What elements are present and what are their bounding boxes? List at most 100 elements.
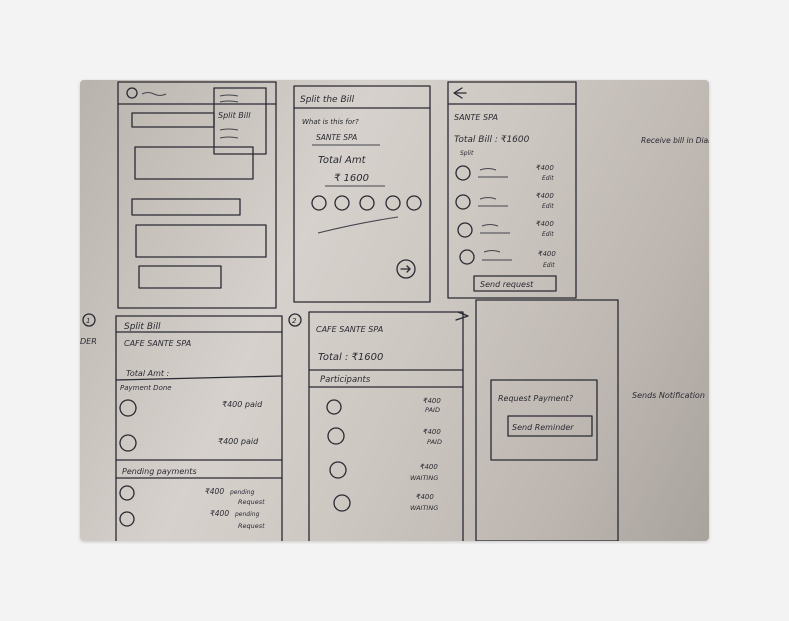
contact-avatar: [329, 461, 347, 479]
row-amount: ₹400: [536, 164, 554, 172]
row-edit-link[interactable]: Edit: [542, 231, 554, 238]
placeholder-card: [138, 265, 222, 289]
paid-row-text: ₹400 paid: [222, 400, 263, 409]
sketch-stroke: [115, 375, 283, 381]
screen-b-answer: SANTE SPA: [316, 133, 357, 142]
screen-e-total: Total : ₹1600: [318, 352, 383, 363]
screen-e-title: CAFE SANTE SPA: [316, 325, 383, 334]
contact-avatar: [406, 195, 422, 211]
sketch-stroke: [219, 100, 239, 103]
screen-c-split-detail: SANTE SPA Total Bill : ₹1600 Split ₹400 …: [447, 81, 577, 299]
screen-b-title: Split the Bill: [300, 95, 355, 105]
contact-avatar: [333, 494, 351, 512]
hamburger-icon: [126, 87, 138, 99]
margin-note-receive: Receive bill in Diary: [641, 136, 709, 145]
wireframe-sketch: Split Bill Split the Bill What is this f…: [80, 81, 709, 541]
participant-amount: ₹400: [423, 397, 441, 405]
sketch-stroke: [482, 250, 512, 261]
drawer-panel: [213, 87, 267, 155]
screen-b-frame: [293, 85, 431, 303]
pending-status: pending: [229, 489, 255, 496]
participant-amount: ₹400: [423, 428, 441, 436]
send-reminder-label: Send Reminder: [512, 423, 574, 432]
participant-amount: ₹400: [416, 493, 434, 501]
screen-b-total-label: Total Amt: [318, 155, 367, 166]
contact-avatar: [326, 399, 342, 415]
pending-amount: ₹400: [205, 487, 224, 496]
sketch-stroke: [317, 216, 399, 234]
placeholder-card: [134, 146, 254, 180]
contact-avatar: [359, 195, 375, 211]
step-number: 2: [292, 317, 297, 325]
participant-status: WAITING: [410, 474, 438, 482]
screen-a-drawer: Split Bill: [117, 81, 277, 309]
margin-note-notification: Sends Notification: [632, 391, 705, 400]
next-arrow-icon: [396, 259, 416, 279]
screen-e-participants: 2 CAFE SANTE SPA Total : ₹1600 Participa…: [288, 311, 469, 541]
screen-d-frame: [115, 315, 283, 541]
remove-icon: [455, 165, 471, 181]
add-icon: [311, 195, 327, 211]
screen-d-title: Split Bill: [124, 322, 161, 332]
placeholder-card: [131, 112, 215, 128]
screen-d-total-label: Total Amt :: [126, 369, 170, 378]
row-edit-link[interactable]: Edit: [542, 175, 554, 182]
placeholder-card: [131, 198, 241, 216]
sketch-photo: Split Bill Split the Bill What is this f…: [80, 80, 709, 541]
remove-icon: [459, 249, 475, 265]
contact-avatar: [119, 434, 137, 452]
drawer-item-split-bill: Split Bill: [218, 111, 251, 120]
row-edit-link[interactable]: Edit: [542, 203, 554, 210]
contact-avatar: [327, 427, 345, 445]
participant-status: PAID: [425, 406, 440, 414]
screen-e-frame: [308, 311, 464, 541]
step-number-badge: [82, 313, 96, 327]
sketch-stroke: [219, 94, 239, 97]
remove-icon: [455, 194, 471, 210]
remove-icon: [457, 222, 473, 238]
sketch-stroke: [219, 128, 239, 131]
row-edit-link[interactable]: Edit: [543, 262, 555, 269]
screen-c-frame: [447, 81, 577, 299]
pending-amount: ₹400: [210, 509, 229, 518]
margin-note-left: DER: [80, 337, 97, 346]
row-amount: ₹400: [538, 250, 556, 258]
screen-b-question: What is this for?: [302, 118, 359, 126]
contact-avatar: [119, 485, 135, 501]
participant-status: PAID: [427, 438, 442, 446]
back-arrow-icon: [453, 87, 467, 99]
request-payment-dialog: [490, 379, 598, 461]
contact-avatar: [334, 195, 350, 211]
send-reminder-button[interactable]: [507, 415, 593, 437]
send-request-button[interactable]: [473, 275, 557, 292]
paid-row-text: ₹400 paid: [218, 437, 259, 446]
sketch-stroke: [219, 136, 239, 139]
screen-d-received-label: Payment Done: [120, 384, 172, 392]
sketch-stroke: [478, 197, 508, 207]
arrow-to-dialog-icon: [455, 311, 469, 321]
request-link[interactable]: Request: [238, 498, 265, 506]
screen-e-section: Participants: [320, 375, 371, 385]
contact-avatar: [385, 195, 401, 211]
row-amount: ₹400: [536, 220, 554, 228]
step-number-badge: [288, 313, 302, 327]
screen-c-split-label: Split: [460, 150, 474, 157]
step-number: 1: [86, 317, 90, 325]
pending-status: pending: [234, 511, 260, 518]
screen-c-total: Total Bill : ₹1600: [454, 135, 530, 145]
send-request-label: Send request: [480, 280, 534, 289]
row-amount: ₹400: [536, 192, 554, 200]
screen-d-split-status: DER 1 Split Bill CAFE SANTE SPA Total Am…: [80, 313, 283, 541]
screen-d-subtitle: CAFE SANTE SPA: [124, 339, 191, 348]
pending-section-label: Pending payments: [122, 467, 197, 476]
screen-b-split-form: Split the Bill What is this for? SANTE S…: [293, 85, 431, 303]
request-link[interactable]: Request: [238, 522, 265, 530]
screen-f-frame: [475, 299, 619, 541]
screen-b-total-value: ₹ 1600: [334, 173, 369, 184]
dialog-title: Request Payment?: [498, 394, 574, 403]
sketch-stroke: [480, 224, 510, 234]
contact-avatar: [119, 399, 137, 417]
participant-amount: ₹400: [420, 463, 438, 471]
placeholder-card: [135, 224, 267, 258]
contact-avatar: [119, 511, 135, 527]
